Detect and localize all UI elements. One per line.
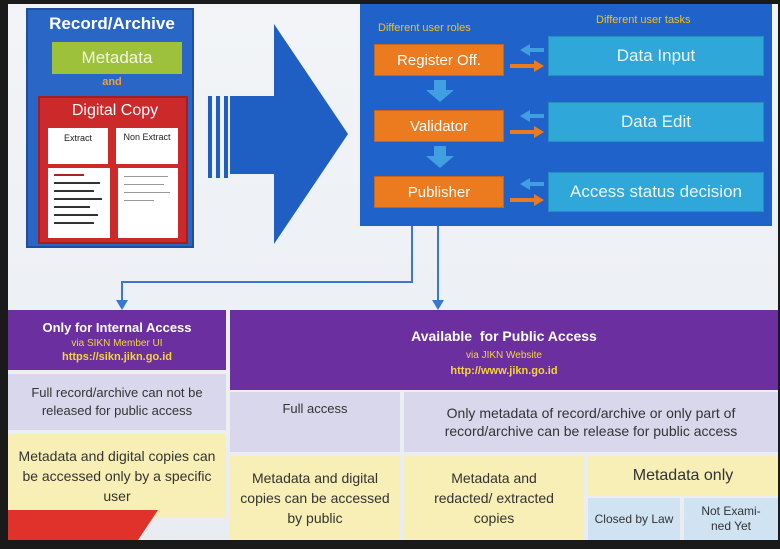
internal-access-detail: Metadata and digital copies can be acces… [8, 434, 226, 518]
digital-copy-box: Digital Copy Extract Non Extract [38, 96, 188, 244]
bidirectional-arrow-icon [510, 110, 544, 138]
full-access-label: Full access [230, 392, 400, 452]
public-access-header: Available for Public Access via JIKN Web… [230, 310, 778, 390]
sikn-url-link[interactable]: https://sikn.jikn.go.id [62, 351, 172, 363]
redacted-document-image [48, 168, 110, 238]
role-publisher: Publisher [374, 176, 504, 208]
workflow-panel: Different user roles Different user task… [360, 4, 772, 226]
down-arrow-icon [116, 300, 128, 310]
closed-by-law-label: Closed by Law [588, 498, 680, 540]
task-data-input: Data Input [548, 36, 764, 76]
public-access-title: Available for Public Access [411, 328, 597, 344]
record-archive-panel: Record/Archive Metadata and Digital Copy… [26, 8, 194, 248]
and-label: and [102, 76, 122, 88]
metadata-only-label: Metadata only [588, 456, 778, 496]
record-archive-title: Record/Archive [49, 14, 175, 33]
redacted-copies-detail: Metadata and redacted/ extracted copies [404, 456, 584, 540]
digital-copy-title: Digital Copy [71, 102, 159, 119]
down-arrow-icon [432, 300, 444, 310]
internal-access-via: via SIKN Member UI [71, 338, 163, 349]
extract-label: Extract [63, 133, 92, 143]
slide: Record/Archive Metadata and Digital Copy… [8, 4, 778, 540]
public-full-detail: Metadata and digital copies can be acces… [230, 456, 400, 540]
bidirectional-arrow-icon [510, 178, 544, 206]
internal-access-title: Only for Internal Access [42, 320, 192, 335]
role-register-off: Register Off. [374, 44, 504, 76]
extract-card: Extract [48, 128, 108, 164]
down-arrow-icon [426, 146, 454, 168]
metadata-box: Metadata [52, 42, 182, 74]
down-arrow-icon [426, 80, 454, 102]
big-right-arrow-icon [230, 24, 348, 244]
workflow-arrows [426, 44, 544, 206]
bidirectional-arrow-icon [510, 44, 544, 72]
internal-restriction-text: Full record/archive can not be released … [8, 374, 226, 430]
task-access-status-decision: Access status decision [548, 172, 764, 212]
non-extract-card: Non Extract [116, 128, 178, 164]
task-data-edit: Data Edit [548, 102, 764, 142]
red-decorative-wedge [8, 510, 158, 540]
internal-access-header: Only for Internal Access via SIKN Member… [8, 310, 226, 370]
access-connector-arrows [116, 226, 444, 310]
roles-header: Different user roles [378, 22, 471, 34]
role-validator: Validator [374, 110, 504, 142]
public-access-via: via JIKN Website [466, 350, 542, 361]
non-extract-label: Non Extract [123, 132, 171, 142]
original-document-image [118, 168, 178, 238]
jikn-url-link[interactable]: http://www.jikn.go.id [450, 365, 558, 377]
tasks-header: Different user tasks [596, 14, 691, 26]
not-examined-label: Not Exami-ned Yet [684, 498, 778, 540]
partial-access-text: Only metadata of record/archive or only … [404, 392, 778, 452]
